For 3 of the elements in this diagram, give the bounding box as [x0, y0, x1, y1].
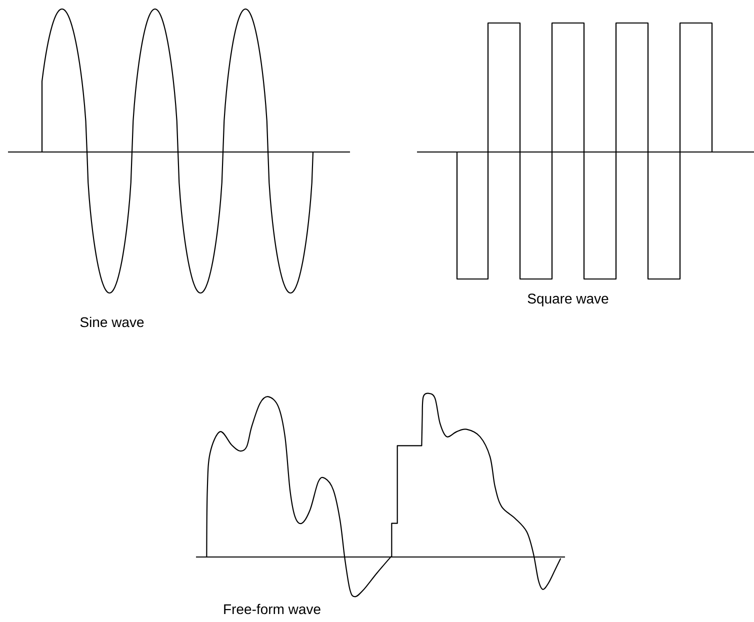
wave-label: Free-form wave [224, 604, 320, 614]
wave-label: Sine wave [80, 316, 144, 328]
wave-label: Square wave [528, 294, 608, 306]
